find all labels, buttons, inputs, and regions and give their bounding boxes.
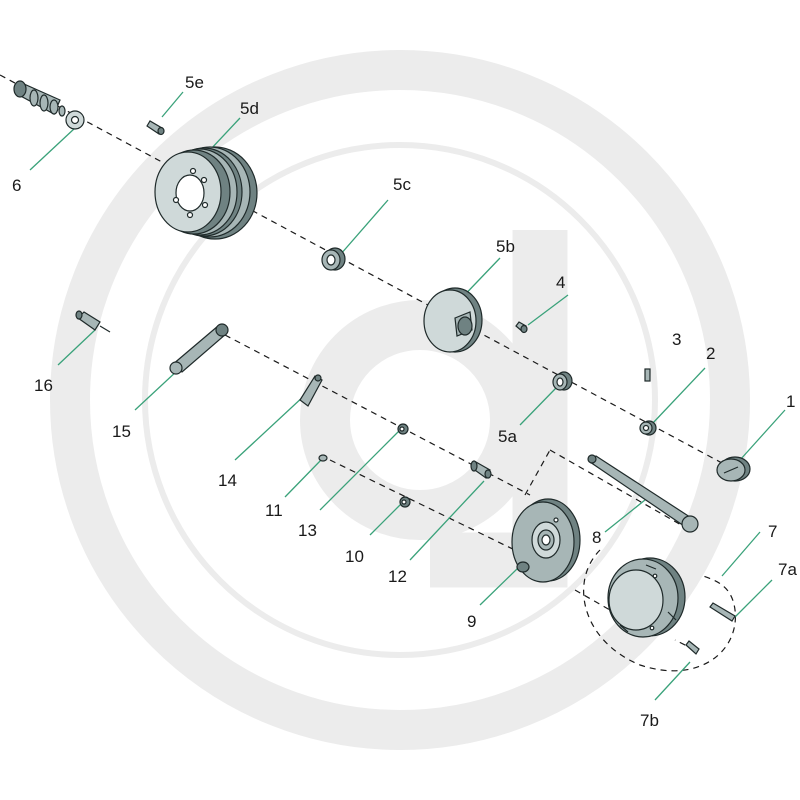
part-11-bolt xyxy=(318,454,328,462)
part-10-nut xyxy=(399,496,411,508)
part-14-clip xyxy=(299,374,323,407)
part-16-pin xyxy=(75,310,111,333)
leader-lines xyxy=(29,91,786,701)
part-1-cap xyxy=(716,456,751,482)
label-part-7a: 7a xyxy=(778,560,797,579)
part-5b-flange xyxy=(423,287,483,353)
part-5d-pulley xyxy=(154,146,258,240)
label-part-3: 3 xyxy=(672,330,681,349)
part-2-washer xyxy=(639,420,657,436)
label-part-7: 7 xyxy=(768,522,777,541)
part-9-disc xyxy=(511,498,581,583)
part-3-key xyxy=(644,368,651,382)
label-part-4: 4 xyxy=(556,273,565,292)
label-part-7b: 7b xyxy=(640,711,659,730)
part-5a-bushing xyxy=(552,371,573,391)
label-part-13: 13 xyxy=(298,521,317,540)
part-6-tapered-cone xyxy=(13,80,85,130)
part-5e-pin xyxy=(146,120,165,136)
part-labels: 1 2 3 4 5a 5b 5c 5d 5e 6 7 7a 7b 8 9 10 … xyxy=(12,73,797,730)
label-part-8: 8 xyxy=(592,528,601,547)
label-part-5e: 5e xyxy=(185,73,204,92)
part-7a-pin xyxy=(709,602,736,622)
label-part-12: 12 xyxy=(388,567,407,586)
label-part-10: 10 xyxy=(345,547,364,566)
label-part-14: 14 xyxy=(218,471,237,490)
part-15-lever xyxy=(169,323,229,375)
label-part-16: 16 xyxy=(34,376,53,395)
label-part-5d: 5d xyxy=(240,99,259,118)
part-5c-bushing xyxy=(321,247,346,271)
part-7b-pin xyxy=(685,640,700,655)
part-12-plug xyxy=(470,460,492,479)
part-7-ring xyxy=(607,557,686,638)
label-part-5a: 5a xyxy=(498,427,517,446)
label-part-2: 2 xyxy=(706,344,715,363)
part-4-sleeve xyxy=(515,321,528,334)
label-part-5c: 5c xyxy=(393,175,411,194)
label-part-1: 1 xyxy=(786,392,795,411)
label-part-5b: 5b xyxy=(496,237,515,256)
label-part-15: 15 xyxy=(112,422,131,441)
label-part-11: 11 xyxy=(265,501,283,520)
part-8-shaft xyxy=(587,454,699,533)
label-part-6: 6 xyxy=(12,176,21,195)
label-part-9: 9 xyxy=(467,612,476,631)
part-13-nut xyxy=(397,423,409,435)
